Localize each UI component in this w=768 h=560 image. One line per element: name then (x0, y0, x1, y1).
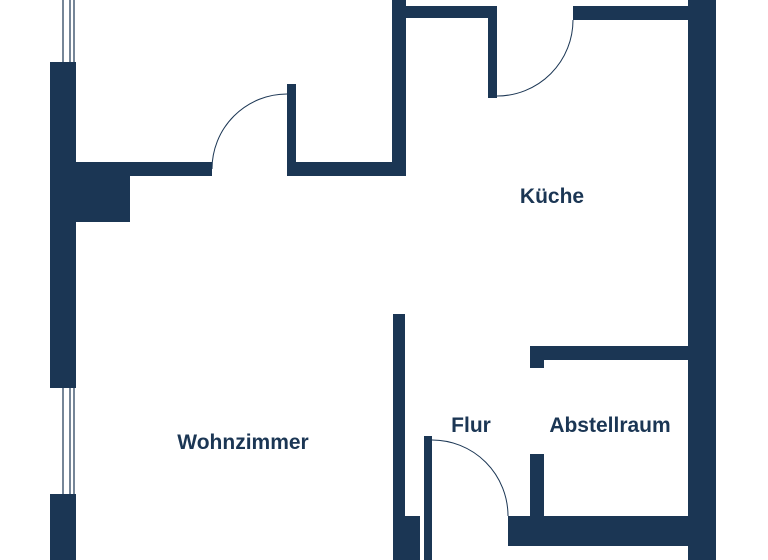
door-arc-kitchen (496, 19, 574, 97)
wall-left-lower (50, 494, 76, 560)
walls (50, 0, 716, 560)
wall-corridor-base (393, 516, 420, 560)
wall-storage-left (530, 454, 544, 518)
wall-pier (76, 176, 130, 222)
wall-kitchen-top-right (573, 6, 693, 20)
door-arc-upper (211, 93, 288, 170)
wall-storage-top (530, 346, 688, 360)
wall-left-upper (50, 62, 76, 388)
room-label-kueche: Küche (520, 185, 584, 208)
wall-right (688, 0, 716, 560)
window-left-lower (62, 388, 75, 494)
door-arc-corridor (431, 439, 509, 517)
room-label-wohnzimmer: Wohnzimmer (177, 431, 308, 454)
wall-door-jamb (287, 84, 296, 174)
windows (62, 0, 75, 494)
wall-kitchen-top-left (392, 6, 490, 18)
wall-mid-left (76, 162, 212, 176)
wall-kitchen-door-jamb (488, 6, 497, 98)
wall-storage-stub (530, 346, 544, 368)
room-label-abstellraum: Abstellraum (549, 414, 670, 437)
doors (211, 19, 574, 517)
room-label-flur: Flur (451, 414, 491, 437)
wall-top-center (392, 0, 406, 176)
wall-mid-right (287, 162, 405, 176)
wall-corridor-left (393, 314, 405, 560)
wall-corridor-jamb (424, 436, 432, 560)
wall-bottom (508, 516, 716, 546)
window-top-left (62, 0, 75, 62)
